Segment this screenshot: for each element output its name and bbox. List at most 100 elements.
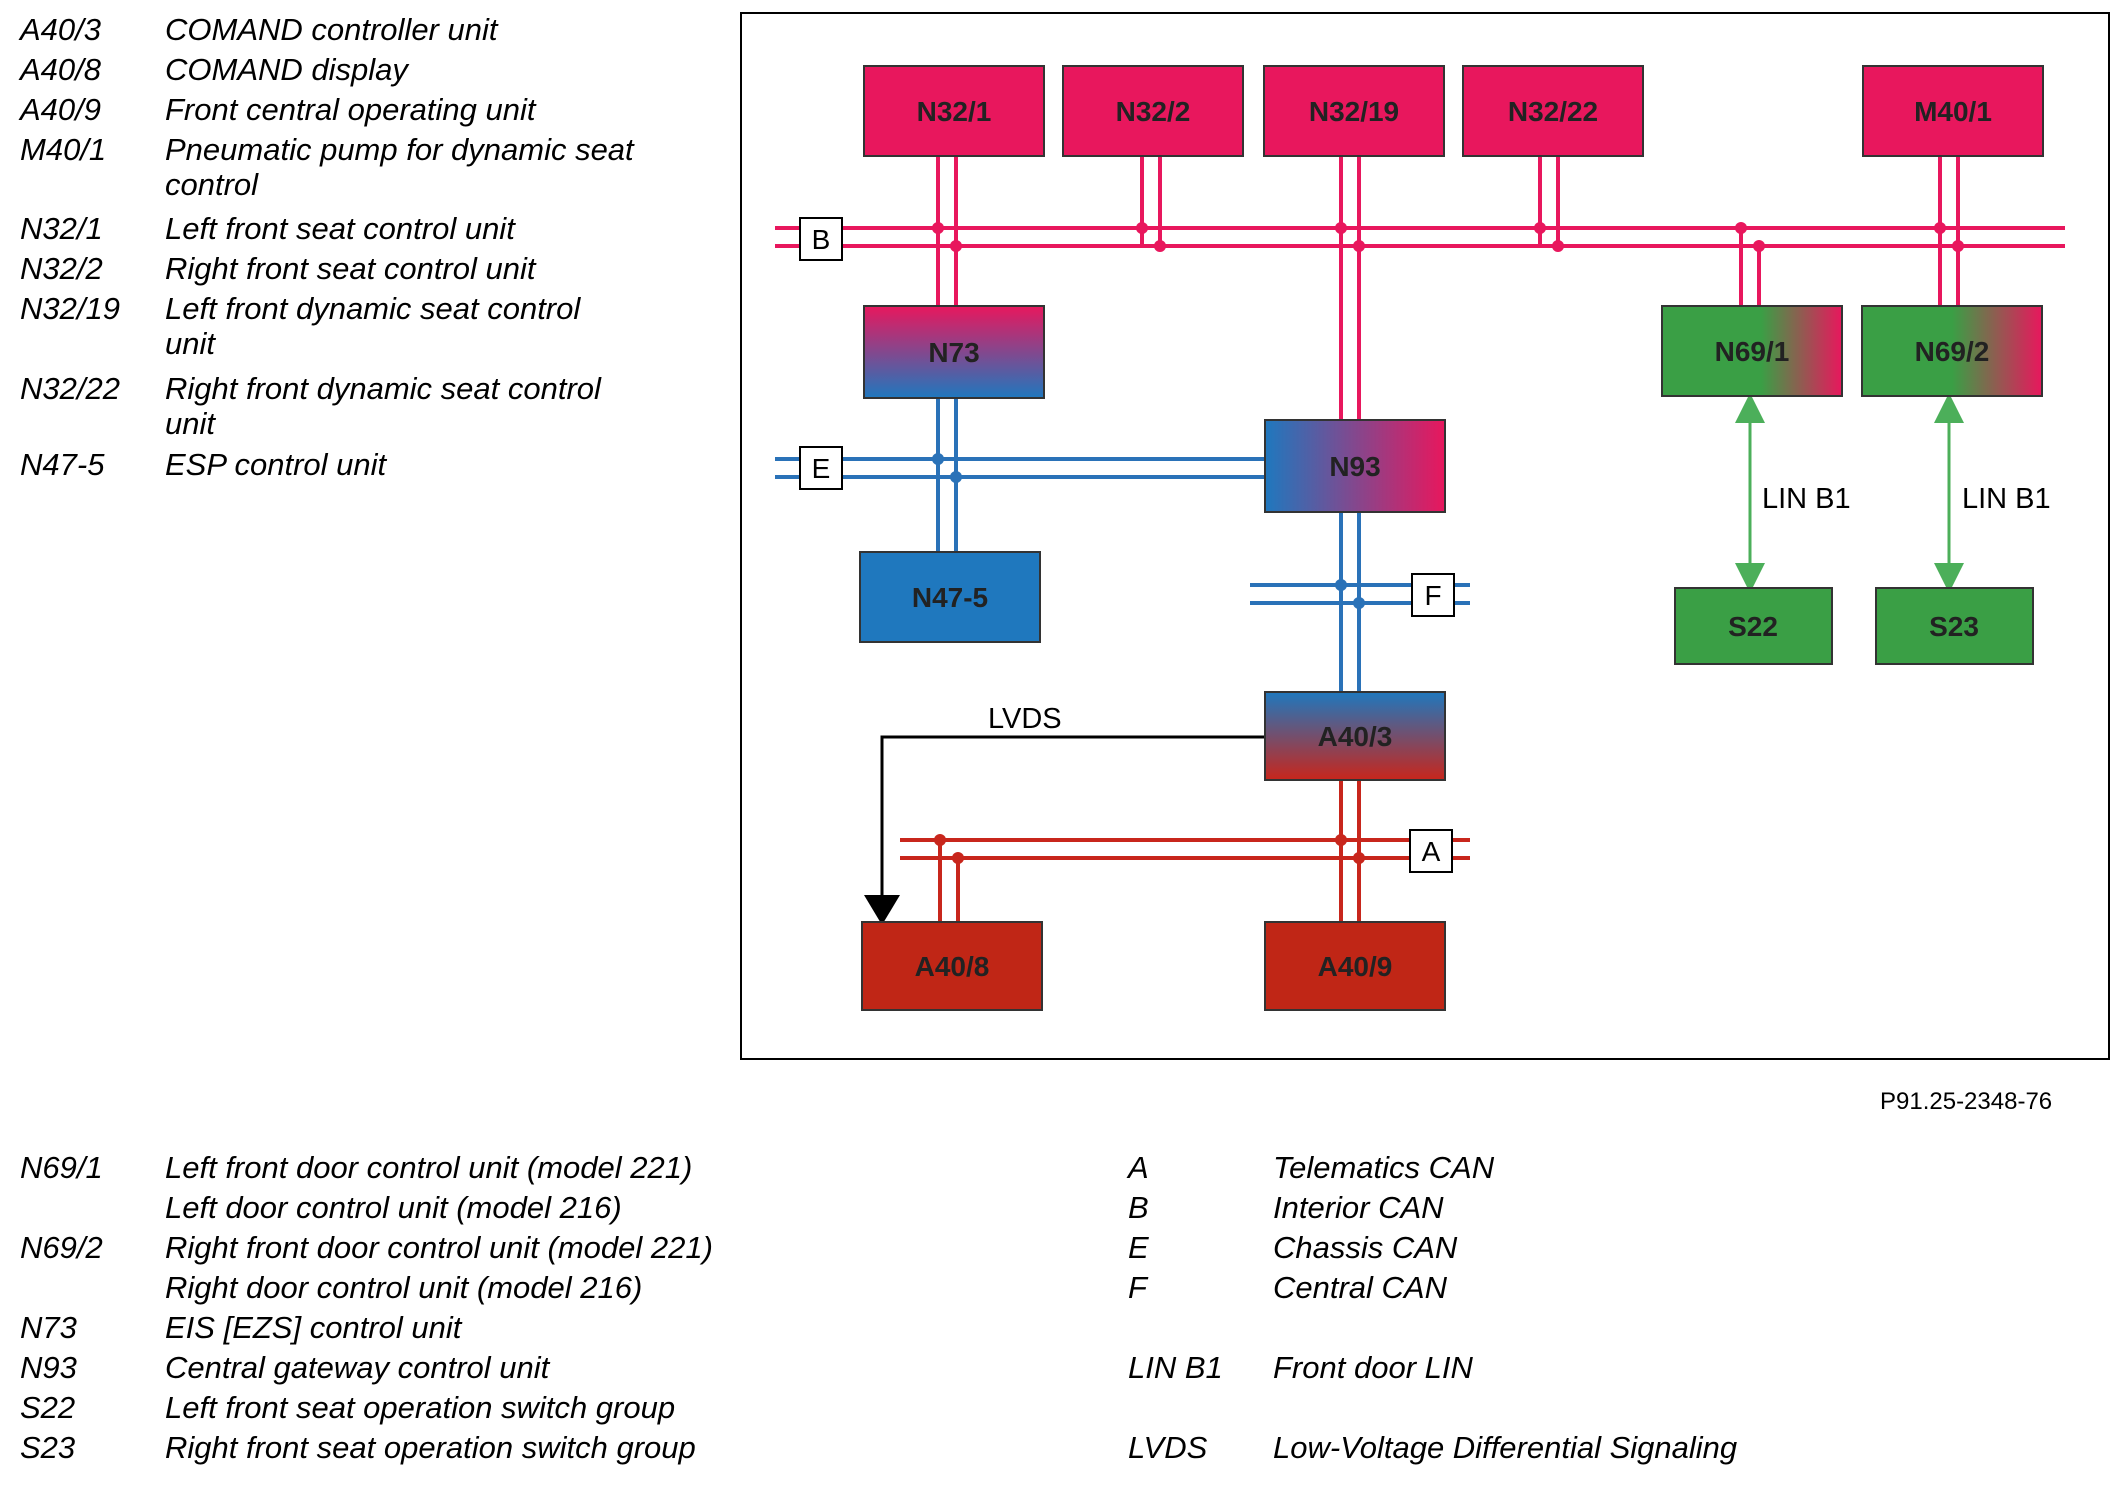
node-label: N47-5 <box>912 582 988 613</box>
legend-desc: Front central operating unit <box>165 92 536 127</box>
lvds-label: LVDS <box>988 703 1062 735</box>
node-label: S22 <box>1728 611 1778 642</box>
legend-row-n47-5: N47-5 ESP control unit <box>20 447 386 482</box>
legend-row-n32-2: N32/2 Right front seat control unit <box>20 251 535 286</box>
chassis-can-junctions <box>932 453 962 483</box>
legend-desc: EIS [EZS] control unit <box>165 1310 462 1345</box>
legend-code: F <box>1128 1270 1147 1305</box>
legend-row-a40-9: A40/9 Front central operating unit <box>20 92 536 127</box>
legend-desc: Right door control unit (model 216) <box>165 1270 643 1305</box>
legend-desc: Pneumatic pump for dynamic seat control <box>165 132 634 202</box>
node-n32-1: N32/1 <box>863 65 1045 157</box>
node-label: N32/2 <box>1116 96 1191 127</box>
central-can-junctions <box>1335 579 1365 609</box>
node-m40-1: M40/1 <box>1862 65 2044 157</box>
figure-reference: P91.25-2348-76 <box>1880 1088 2053 1115</box>
node-label: N69/2 <box>1915 336 1990 367</box>
legend-desc: Low-Voltage Differential Signaling <box>1273 1430 1738 1465</box>
legend-desc: ESP control unit <box>165 447 387 482</box>
legend-row-s23: S23 Right front seat operation switch gr… <box>20 1430 696 1465</box>
legend-row-b: B Interior CAN <box>1128 1190 1444 1225</box>
bus-tag-label: F <box>1424 580 1441 611</box>
legend-row-e: E Chassis CAN <box>1128 1230 1457 1265</box>
legend-code: N73 <box>20 1310 77 1345</box>
legend-code: N32/2 <box>20 251 103 286</box>
interior-can-junctions <box>932 222 1964 252</box>
node-label: S23 <box>1929 611 1979 642</box>
legend-desc: COMAND display <box>165 52 408 87</box>
lin-b1-label-left: LIN B1 <box>1762 483 1851 515</box>
node-label: N69/1 <box>1715 336 1790 367</box>
node-n73: N73 <box>863 305 1045 399</box>
legend-code: N93 <box>20 1350 77 1385</box>
legend-row-s22: S22 Left front seat operation switch gro… <box>20 1390 675 1425</box>
legend-desc: Central gateway control unit <box>165 1350 550 1385</box>
legend-code: LIN B1 <box>1128 1350 1223 1385</box>
legend-code: N69/1 <box>20 1150 103 1185</box>
legend-row-n69-1: N69/1 Left front door control unit (mode… <box>20 1150 692 1185</box>
node-a40-8: A40/8 <box>861 921 1043 1011</box>
node-label: A40/3 <box>1318 721 1393 752</box>
legend-code: B <box>1128 1190 1149 1225</box>
legend-code: N32/19 <box>20 291 120 326</box>
chassis-can-bus <box>775 398 1265 552</box>
node-n69-2: N69/2 <box>1861 305 2043 397</box>
legend-code: A40/3 <box>20 12 102 47</box>
node-s22: S22 <box>1674 587 1833 665</box>
bus-tag-label: E <box>812 453 831 484</box>
legend-code: A <box>1128 1150 1149 1185</box>
legend-row-n93: N93 Central gateway control unit <box>20 1350 549 1385</box>
node-label: N73 <box>928 337 979 368</box>
lin-b1-links <box>1735 393 1964 593</box>
node-s23: S23 <box>1875 587 2034 665</box>
node-label: N32/1 <box>917 96 992 127</box>
legend-row-f: F Central CAN <box>1128 1270 1447 1305</box>
legend-row-n32-22: N32/22 Right front dynamic seat control … <box>20 371 635 441</box>
legend-desc: Chassis CAN <box>1273 1230 1458 1265</box>
legend-code: E <box>1128 1230 1149 1265</box>
lvds-link <box>864 735 1265 925</box>
legend-code: S23 <box>20 1430 76 1465</box>
legend-desc: Left front door control unit (model 221) <box>165 1150 693 1185</box>
node-a40-3: A40/3 <box>1264 691 1446 781</box>
node-n93: N93 <box>1264 419 1446 513</box>
bus-tag-a: A <box>1409 829 1453 873</box>
network-diagram-frame <box>740 12 2110 1060</box>
legend-row-n69-2: N69/2 Right front door control unit (mod… <box>20 1230 713 1265</box>
legend-row-n69-2-alt: Right door control unit (model 216) <box>20 1270 642 1305</box>
legend-row-a40-8: A40/8 COMAND display <box>20 52 408 87</box>
legend-row-n32-19: N32/19 Left front dynamic seat control u… <box>20 291 635 361</box>
legend-desc: Right front door control unit (model 221… <box>165 1230 713 1265</box>
legend-row-n73: N73 EIS [EZS] control unit <box>20 1310 461 1345</box>
legend-code: N47-5 <box>20 447 105 482</box>
bus-tag-b: B <box>799 217 843 261</box>
legend-desc: Left door control unit (model 216) <box>165 1190 622 1225</box>
legend-code: LVDS <box>1128 1430 1208 1465</box>
legend-desc: Left front dynamic seat control unit <box>165 291 581 361</box>
legend-desc: COMAND controller unit <box>165 12 498 47</box>
legend-code: N32/22 <box>20 371 120 406</box>
legend-code: A40/9 <box>20 92 102 127</box>
bus-tag-label: A <box>1422 836 1441 867</box>
legend-row-lin-b1: LIN B1 Front door LIN <box>1128 1350 1473 1385</box>
lin-b1-label-right: LIN B1 <box>1962 483 2051 515</box>
legend-row-a40-3: A40/3 COMAND controller unit <box>20 12 497 47</box>
telematics-can-junctions <box>934 834 1365 864</box>
node-label: N32/19 <box>1309 96 1399 127</box>
legend-desc: Right front seat operation switch group <box>165 1430 696 1465</box>
node-label: N32/22 <box>1508 96 1598 127</box>
bus-tag-e: E <box>799 446 843 490</box>
interior-can-bus <box>775 156 2065 420</box>
legend-code: N32/1 <box>20 211 103 246</box>
legend-row-n32-1: N32/1 Left front seat control unit <box>20 211 515 246</box>
legend-desc: Central CAN <box>1273 1270 1447 1305</box>
node-label: M40/1 <box>1914 96 1992 127</box>
node-n32-22: N32/22 <box>1462 65 1644 157</box>
node-a40-9: A40/9 <box>1264 921 1446 1011</box>
node-n47-5: N47-5 <box>859 551 1041 643</box>
legend-desc: Telematics CAN <box>1273 1150 1495 1185</box>
node-label: A40/9 <box>1318 951 1393 982</box>
legend-row-lvds: LVDS Low-Voltage Differential Signaling <box>1128 1430 1737 1465</box>
bus-tag-label: B <box>812 224 831 255</box>
